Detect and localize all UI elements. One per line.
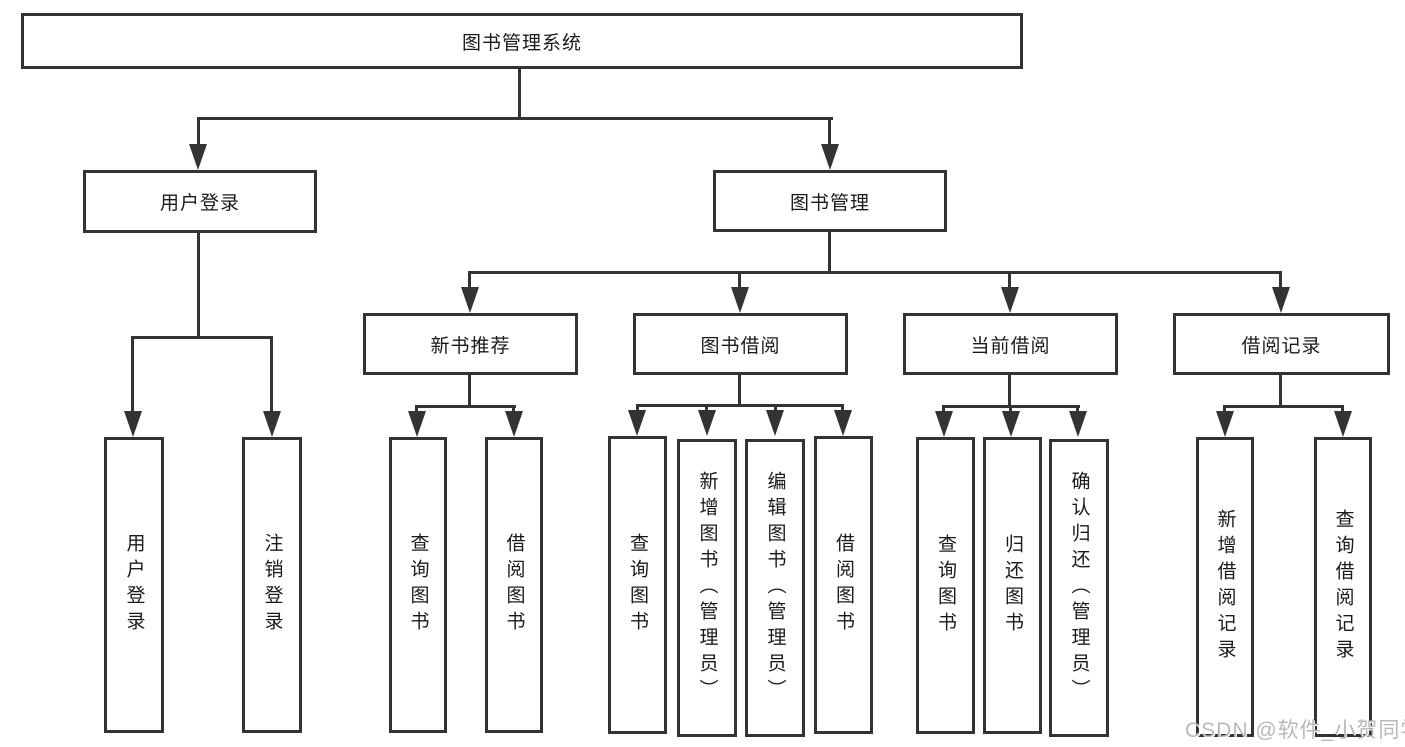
arrow-down-icon: [1069, 411, 1087, 437]
connector-root-bar: [197, 117, 833, 120]
leaf-label: 新增图书（管理员）: [696, 471, 718, 705]
connector-mgmt-stub-3: [1008, 271, 1011, 289]
connector-recommend-stub-2: [512, 405, 515, 415]
leaf-label: 查询借阅记录: [1332, 509, 1354, 665]
leaf-label: 查询图书: [407, 533, 429, 637]
connector-login-bar: [131, 336, 273, 339]
arrow-down-icon: [124, 411, 142, 437]
leaf-label: 新增借阅记录: [1214, 509, 1236, 665]
connector-current-stub-1: [942, 405, 945, 415]
node-leaf-add-borrow-record: 新增借阅记录: [1196, 437, 1254, 737]
connector-borrow-stub-2: [705, 404, 708, 414]
node-new-book-recommend: 新书推荐: [363, 313, 578, 375]
node-leaf-add-book-admin: 新增图书（管理员）: [677, 439, 737, 737]
arrow-down-icon: [1272, 287, 1290, 313]
connector-records-stub-1: [1223, 405, 1226, 415]
arrow-down-icon: [263, 411, 281, 437]
arrow-down-icon: [698, 410, 716, 436]
connector-root-left-stub: [197, 117, 200, 147]
arrow-down-icon: [935, 411, 953, 437]
node-new-book-recommend-label: 新书推荐: [430, 335, 511, 357]
node-book-management: 图书管理: [713, 170, 947, 232]
node-root: 图书管理系统: [21, 13, 1023, 69]
connector-mgmt-stub-4: [1279, 271, 1282, 289]
arrow-down-icon: [1002, 411, 1020, 437]
leaf-label: 借阅图书: [833, 533, 854, 637]
arrow-down-icon: [821, 144, 839, 170]
node-book-management-label: 图书管理: [789, 192, 870, 214]
connector-records-stub-2: [1341, 405, 1344, 415]
connector-login-right-stub: [270, 336, 273, 411]
watermark: CSDN @软件_小贺同学: [1185, 719, 1405, 742]
connector-records-stem: [1279, 372, 1282, 408]
connector-recommend-stem: [468, 372, 471, 408]
node-leaf-borrow-books-2: 借阅图书: [814, 436, 873, 734]
node-leaf-borrow-books-1: 借阅图书: [485, 437, 543, 733]
connector-borrow-stub-3: [774, 404, 777, 414]
arrow-down-icon: [628, 410, 646, 436]
arrow-down-icon: [461, 287, 479, 313]
connector-recommend-bar: [415, 405, 516, 408]
arrow-down-icon: [505, 411, 523, 437]
node-leaf-query-books-1: 查询图书: [389, 437, 447, 733]
leaf-label: 归还图书: [1002, 533, 1023, 638]
arrow-down-icon: [408, 411, 426, 437]
connector-root-right-stub: [828, 117, 831, 147]
arrow-down-icon: [834, 410, 852, 436]
leaf-label: 编辑图书（管理员）: [764, 471, 786, 705]
node-book-borrow-label: 图书借阅: [700, 335, 781, 357]
arrow-down-icon: [1001, 287, 1019, 313]
node-leaf-return-books: 归还图书: [983, 437, 1042, 734]
connector-mgmt-stub-1: [468, 271, 471, 289]
connector-root-stem: [518, 66, 521, 119]
node-current-borrow: 当前借阅: [903, 313, 1118, 375]
connector-borrow-stem: [738, 372, 741, 406]
connector-recommend-stub-1: [415, 405, 418, 415]
node-leaf-confirm-return-admin: 确认归还（管理员）: [1049, 439, 1109, 737]
connector-login-stem: [197, 233, 200, 337]
leaf-label: 确认归还（管理员）: [1068, 471, 1090, 705]
node-user-login-label: 用户登录: [159, 193, 240, 214]
leaf-label: 注销登录: [261, 533, 283, 637]
node-current-borrow-label: 当前借阅: [970, 335, 1051, 357]
connector-borrow-stub-4: [841, 404, 844, 414]
connector-records-bar: [1223, 405, 1344, 408]
leaf-label: 借阅图书: [503, 533, 525, 637]
node-leaf-query-borrow-record: 查询借阅记录: [1314, 437, 1372, 737]
connector-current-stem: [1008, 372, 1011, 408]
arrow-down-icon: [731, 287, 749, 313]
node-borrow-records: 借阅记录: [1173, 313, 1390, 375]
node-user-login: 用户登录: [83, 170, 317, 233]
node-leaf-edit-book-admin: 编辑图书（管理员）: [745, 439, 805, 737]
node-borrow-records-label: 借阅记录: [1241, 335, 1322, 357]
leaf-label: 查询图书: [627, 533, 648, 637]
node-leaf-logout: 注销登录: [242, 437, 302, 733]
node-leaf-query-books-3: 查询图书: [916, 437, 975, 734]
node-leaf-query-books-2: 查询图书: [608, 436, 667, 734]
node-leaf-user-login: 用户登录: [104, 437, 164, 733]
connector-borrow-bar: [636, 404, 844, 407]
connector-login-left-stub: [131, 336, 134, 411]
leaf-label: 查询图书: [935, 533, 956, 638]
connector-mgmt-stub-2: [738, 271, 741, 289]
connector-borrow-stub-1: [636, 404, 639, 414]
connector-current-stub-3: [1076, 405, 1079, 415]
arrow-down-icon: [766, 410, 784, 436]
node-book-borrow: 图书借阅: [633, 313, 848, 375]
connector-mgmt-bar: [468, 271, 1282, 274]
arrow-down-icon: [1216, 411, 1234, 437]
connector-current-stub-2: [1009, 405, 1012, 415]
leaf-label: 用户登录: [123, 533, 145, 637]
node-root-label: 图书管理系统: [461, 32, 582, 54]
arrow-down-icon: [189, 144, 207, 170]
arrow-down-icon: [1334, 411, 1352, 437]
connector-mgmt-stem: [828, 232, 831, 273]
